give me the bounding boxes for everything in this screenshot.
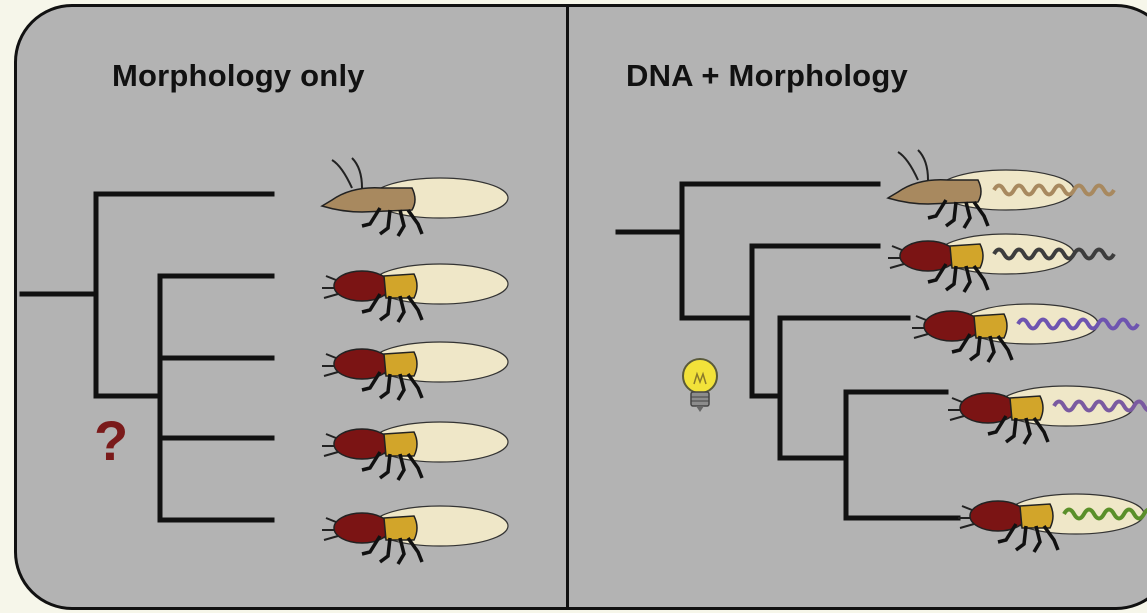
insect-icon	[322, 341, 509, 401]
insect-icon	[888, 233, 1116, 293]
panel-title-morphology-only: Morphology only	[112, 58, 365, 93]
lightbulb-icon	[682, 358, 718, 412]
dna-strand-icon	[1052, 399, 1147, 413]
insect-icon	[886, 149, 1116, 229]
figure-panel	[14, 4, 1147, 610]
tree-right	[615, 181, 961, 521]
insect-icon	[912, 303, 1140, 363]
panel-divider	[566, 6, 569, 610]
insect-icon	[322, 263, 509, 323]
dna-strand-icon	[1062, 507, 1147, 521]
insect-icon	[958, 493, 1147, 553]
insect-icon	[322, 421, 509, 481]
insect-icon	[320, 157, 509, 237]
insect-icon	[322, 505, 509, 565]
panel-title-dna-morphology: DNA + Morphology	[626, 58, 908, 93]
dna-strand-icon	[1016, 317, 1140, 331]
question-mark: ?	[94, 409, 129, 472]
dna-strand-icon	[992, 183, 1116, 197]
dna-strand-icon	[992, 247, 1116, 261]
tree-left	[19, 191, 275, 523]
insect-icon	[948, 385, 1147, 445]
